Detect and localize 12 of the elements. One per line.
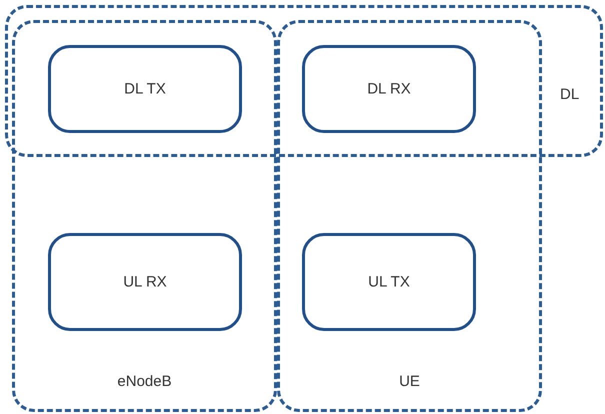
- box-label: DL RX: [366, 80, 412, 98]
- process-box: [302, 45, 476, 133]
- group-label: eNodeB: [117, 373, 172, 390]
- box-label: DL TX: [123, 80, 167, 98]
- process-box: [302, 233, 476, 331]
- box-label: UL RX: [122, 274, 168, 290]
- group-label: DL: [560, 86, 580, 103]
- group-label: UE: [399, 373, 420, 390]
- process-box: [48, 233, 242, 331]
- box-label: UL TX: [367, 274, 411, 290]
- process-box: [48, 45, 242, 133]
- dashed-group: [12, 20, 277, 412]
